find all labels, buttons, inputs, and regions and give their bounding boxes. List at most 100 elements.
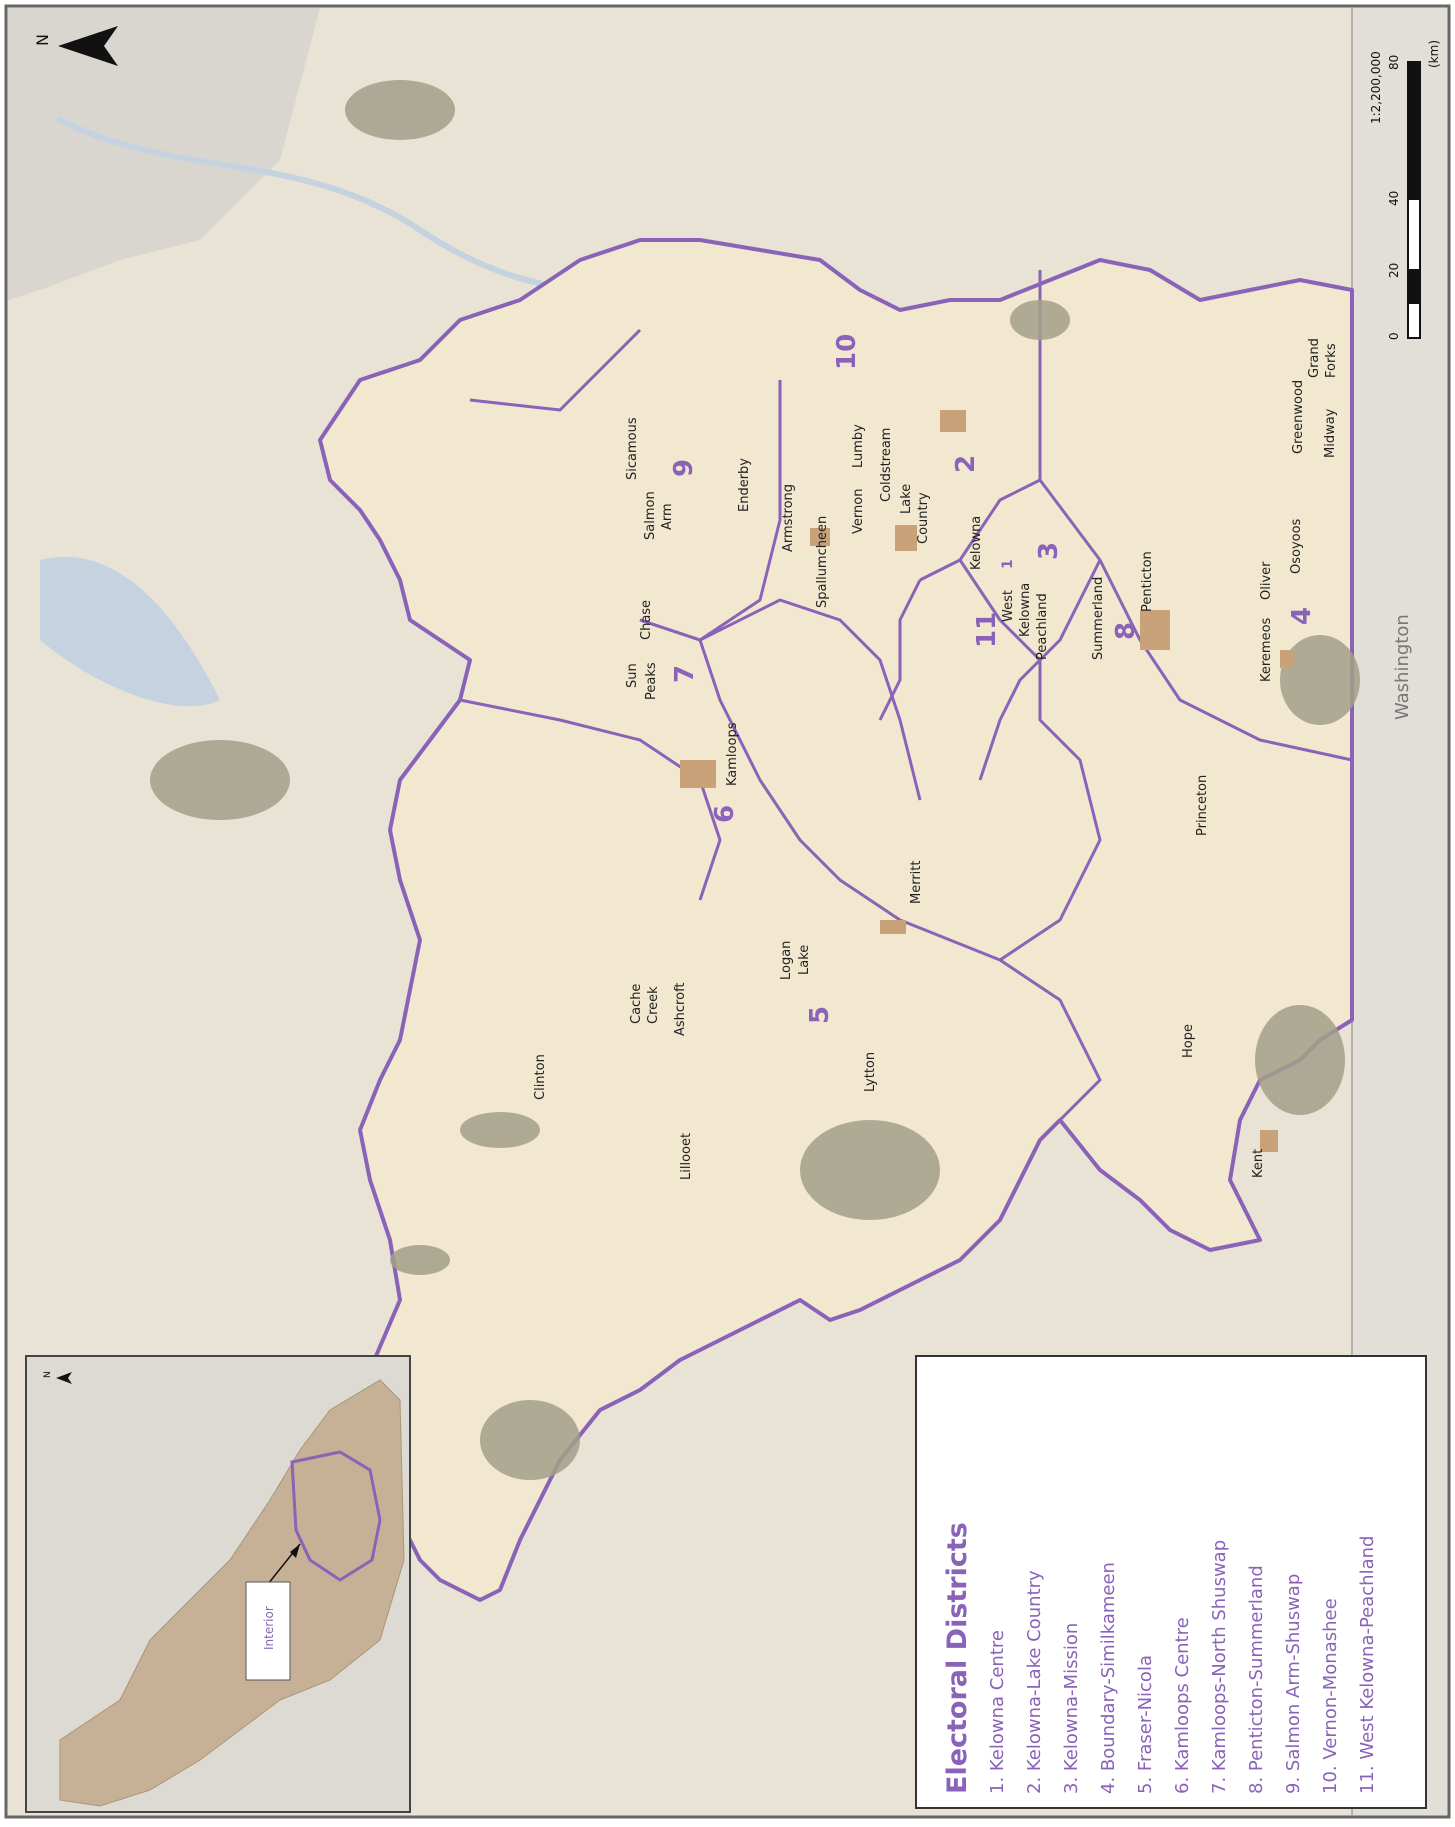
boundary xyxy=(978,559,1102,781)
district-number-3: 3 xyxy=(1034,542,1064,560)
park-area xyxy=(460,1112,540,1148)
town-logan: Logan xyxy=(779,941,794,980)
urban-areas xyxy=(680,410,1294,1152)
legend-item: 4. Boundary-Similkameen xyxy=(1098,1562,1119,1794)
town-midway: Midway xyxy=(1323,408,1338,458)
inset-callout-label: Interior xyxy=(262,1606,276,1650)
town-kamloops: Kamloops xyxy=(725,722,740,786)
town-ashcroft: Ashcroft xyxy=(673,982,688,1036)
scale-unit: (km) xyxy=(1427,40,1441,68)
town-greenwood: Greenwood xyxy=(1291,380,1306,454)
inset-province xyxy=(59,1379,405,1807)
urban-oliver xyxy=(1280,650,1294,668)
town-spallumcheen: Spallumcheen xyxy=(815,516,830,608)
legend-item: 6. Kamloops Centre xyxy=(1172,1617,1193,1794)
scale-tick-20: 20 xyxy=(1387,263,1401,278)
legend-item: 11. West Kelowna-Peachland xyxy=(1357,1536,1378,1794)
district-number-11: 11 xyxy=(972,612,1002,648)
town-vernon: Vernon xyxy=(851,489,866,534)
district-boundaries xyxy=(459,270,1353,1122)
legend-item: 7. Kamloops-North Shuswap xyxy=(1209,1540,1230,1794)
urban-kent xyxy=(1260,1130,1278,1152)
town-logan-lake: Lake xyxy=(797,945,812,975)
legend-box xyxy=(915,1355,1427,1809)
urban-kamloops xyxy=(680,760,716,788)
urban-armstrong xyxy=(810,528,830,546)
north-label: N xyxy=(33,34,52,46)
inset-map: N Interior xyxy=(25,1355,411,1813)
park-area xyxy=(480,1400,580,1480)
district-number-4: 4 xyxy=(1287,607,1317,625)
scale-ratio: 1:2,200,000 xyxy=(1369,51,1383,124)
north-arrow-icon xyxy=(58,26,118,66)
town-oliver: Oliver xyxy=(1259,561,1274,600)
district-number-9: 9 xyxy=(669,459,699,477)
legend-items: 1. Kelowna Centre 2. Kelowna-Lake Countr… xyxy=(987,1536,1378,1794)
boundary xyxy=(878,579,922,721)
parks xyxy=(150,80,1360,1480)
boundary xyxy=(459,698,722,901)
town-penticton: Penticton xyxy=(1140,551,1155,612)
town-princeton: Princeton xyxy=(1195,775,1210,836)
legend-item: 9. Salmon Arm-Shuswap xyxy=(1283,1574,1304,1794)
scale-tick-0: 0 xyxy=(1387,332,1401,340)
inset-north-arrow-icon xyxy=(56,1372,72,1384)
town-west: West xyxy=(1001,590,1016,622)
legend-item: 5. Fraser-Nicola xyxy=(1135,1655,1156,1794)
town-lake: Lake xyxy=(899,484,914,514)
district-number-10: 10 xyxy=(832,334,862,370)
town-peachland: Peachland xyxy=(1035,593,1050,660)
boundary xyxy=(698,639,1102,1122)
district-number-5: 5 xyxy=(805,1006,835,1024)
town-clinton: Clinton xyxy=(533,1054,548,1100)
district-number-8: 8 xyxy=(1111,622,1141,640)
park-area xyxy=(1010,300,1070,340)
town-chase: Chase xyxy=(639,600,654,640)
district-numbers: 1 2 3 4 5 6 7 8 9 10 11 xyxy=(669,334,1317,1024)
inset-interior-outline xyxy=(290,1450,382,1582)
town-keremeos: Keremeos xyxy=(1259,617,1274,682)
town-creek: Creek xyxy=(646,986,661,1024)
town-cache: Cache xyxy=(629,984,644,1024)
town-lumby: Lumby xyxy=(851,424,866,468)
scale-tick-80: 80 xyxy=(1387,55,1401,70)
boundary xyxy=(919,270,1042,582)
legend-title: Electoral Districts xyxy=(942,1522,973,1794)
urban-kelowna-north xyxy=(940,410,966,432)
town-summerland: Summerland xyxy=(1091,577,1106,660)
boundary xyxy=(639,598,922,801)
town-west-kelowna: Kelowna xyxy=(1018,583,1033,637)
district-number-7: 7 xyxy=(670,665,700,683)
legend-item: 1. Kelowna Centre xyxy=(987,1630,1008,1794)
park-area xyxy=(800,1120,940,1220)
scale-bar: 1:2,200,000 0 20 40 80 (km) xyxy=(1369,40,1441,340)
legend-item: 8. Penticton-Summerland xyxy=(1246,1565,1267,1794)
town-salmon: Salmon xyxy=(643,491,658,540)
town-forks: Forks xyxy=(1324,343,1339,378)
park-area xyxy=(345,80,455,140)
town-sun: Sun xyxy=(625,663,640,688)
park-area xyxy=(390,1245,450,1275)
scale-tick-40: 40 xyxy=(1387,191,1401,206)
town-arm: Arm xyxy=(660,503,675,530)
north-arrow: N xyxy=(33,26,118,66)
park-area xyxy=(150,740,290,820)
urban-penticton xyxy=(1140,610,1170,650)
legend-item: 2. Kelowna-Lake Country xyxy=(1024,1570,1045,1794)
interior-region xyxy=(318,238,1354,1602)
scale-bar-segment xyxy=(1408,62,1420,200)
town-kelowna: Kelowna xyxy=(969,516,984,570)
boundary xyxy=(469,328,642,412)
district-number-6: 6 xyxy=(710,805,740,823)
scale-bar-segment xyxy=(1408,269,1420,304)
town-enderby: Enderby xyxy=(737,458,752,512)
town-coldstream: Coldstream xyxy=(879,428,894,502)
washington-label: Washington xyxy=(1392,614,1413,720)
town-osoyoos: Osoyoos xyxy=(1289,518,1304,574)
district-number-2: 2 xyxy=(951,455,981,473)
town-country: Country xyxy=(916,492,931,544)
lake xyxy=(40,556,220,707)
legend: Electoral Districts 1. Kelowna Centre 2.… xyxy=(915,1355,1427,1809)
